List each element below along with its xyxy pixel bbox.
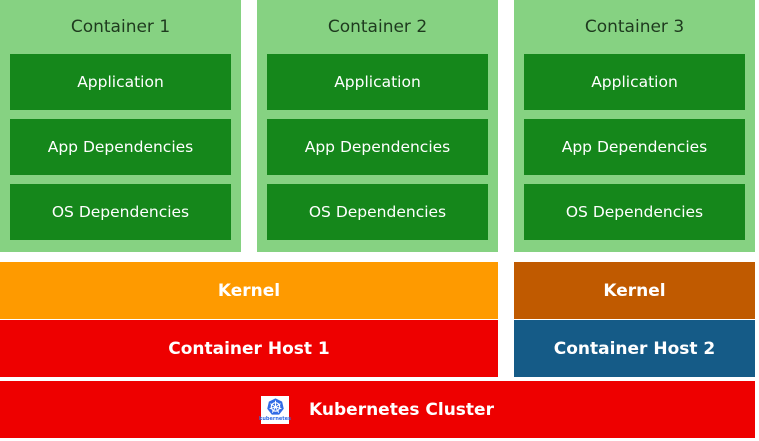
- container-host-1: Container Host 1: [0, 320, 498, 377]
- container-title: Container 1: [70, 17, 171, 37]
- container-title: Container 2: [327, 17, 428, 37]
- application-layer: Application: [524, 54, 745, 110]
- container-title: Container 3: [584, 17, 685, 37]
- container-3: Container 3 Application App Dependencies…: [514, 0, 755, 252]
- application-layer: Application: [267, 54, 488, 110]
- kernel-host-2: Kernel: [514, 262, 755, 319]
- container-2: Container 2 Application App Dependencies…: [257, 0, 498, 252]
- kubernetes-logo: kubernetes: [259, 395, 292, 424]
- app-dependencies-layer: App Dependencies: [267, 119, 488, 175]
- kubernetes-helm-icon: [266, 397, 284, 415]
- application-layer: Application: [10, 54, 231, 110]
- os-dependencies-layer: OS Dependencies: [267, 184, 488, 240]
- app-dependencies-layer: App Dependencies: [10, 119, 231, 175]
- kernel-host-1: Kernel: [0, 262, 498, 319]
- os-dependencies-layer: OS Dependencies: [524, 184, 745, 240]
- container-1: Container 1 Application App Dependencies…: [0, 0, 241, 252]
- kubernetes-cluster-label: Kubernetes Cluster: [309, 399, 494, 420]
- os-dependencies-layer: OS Dependencies: [10, 184, 231, 240]
- app-dependencies-layer: App Dependencies: [524, 119, 745, 175]
- container-host-2: Container Host 2: [514, 320, 755, 377]
- kubernetes-cluster: kubernetes Kubernetes Cluster: [0, 381, 755, 438]
- kubernetes-logo-text: kubernetes: [259, 415, 292, 422]
